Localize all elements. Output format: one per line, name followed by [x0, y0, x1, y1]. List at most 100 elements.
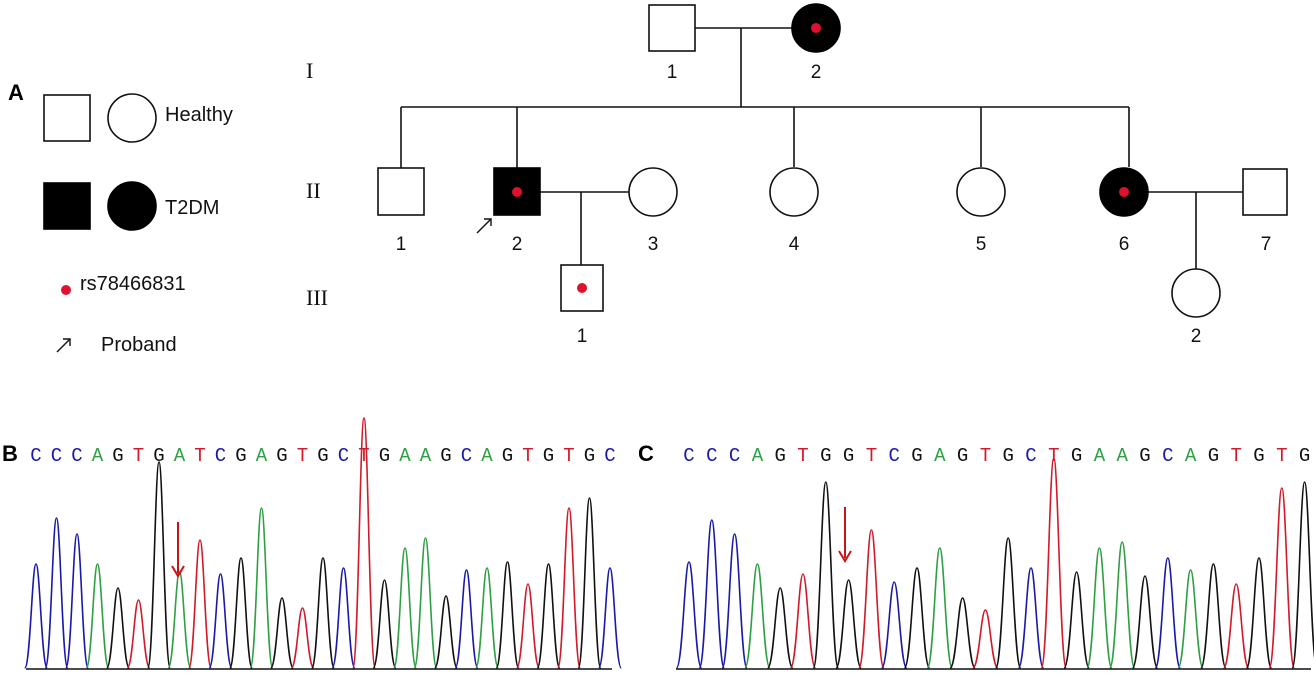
legend: Healthy T2DM rs78466831 Proband [43, 93, 233, 356]
trace-peak [290, 607, 315, 669]
trace-peak [269, 597, 295, 669]
trace-peak [675, 561, 703, 669]
trace-peak [1154, 557, 1182, 669]
trace-peak [597, 567, 623, 669]
base-letter: C [604, 445, 615, 467]
trace-peak [972, 609, 999, 669]
variant-arrow-b-icon [171, 522, 185, 578]
base-letter: T [980, 445, 991, 467]
base-letter: A [420, 445, 432, 467]
base-letter: G [153, 445, 164, 467]
legend-snp-label: rs78466831 [80, 273, 186, 295]
legend-healthy-male-symbol [43, 94, 91, 142]
base-letter: A [174, 445, 186, 467]
trace-peak [698, 519, 726, 669]
base-letter: G [235, 445, 246, 467]
trace-peak [721, 533, 748, 669]
id-label-iii-2: 2 [1191, 326, 1202, 347]
trace-peak [187, 539, 213, 669]
trace-peak [44, 517, 69, 669]
base-letter: C [51, 445, 62, 467]
trace-peak [1245, 557, 1273, 669]
individual-ii-3 [628, 167, 678, 217]
generation-label-i: I [306, 58, 313, 83]
trace-peak [126, 599, 151, 669]
base-letter: G [543, 445, 554, 467]
trace-peak [64, 533, 90, 669]
base-letter: C [888, 445, 899, 467]
base-letter: T [1048, 445, 1059, 467]
base-letter: G [276, 445, 287, 467]
trace-peak [536, 563, 561, 669]
legend-t2dm-label: T2DM [165, 197, 219, 219]
base-letter: C [30, 445, 41, 467]
base-letter: T [1230, 445, 1241, 467]
individual-ii-1 [377, 167, 425, 216]
trace-peak [1268, 487, 1296, 669]
id-label-i-2: 2 [811, 62, 822, 83]
base-letter: G [112, 445, 123, 467]
trace-peak [766, 587, 794, 669]
trace-peak [1200, 563, 1227, 669]
trace-peak [556, 507, 582, 669]
base-letter: G [1071, 445, 1082, 467]
individual-ii-4 [769, 167, 819, 217]
legend-affected-male-symbol [43, 182, 91, 230]
trace-peak [85, 563, 110, 669]
base-letter: C [215, 445, 226, 467]
base-letter: G [502, 445, 513, 467]
base-letter: G [911, 445, 922, 467]
legend-healthy-female-symbol [107, 93, 157, 143]
base-letter: G [1208, 445, 1219, 467]
snp-dot-iii-1 [577, 283, 587, 293]
trace-peak [433, 595, 459, 669]
id-label-ii-5: 5 [976, 234, 987, 255]
trace-peak [1222, 583, 1250, 669]
legend-healthy-label: Healthy [165, 104, 233, 126]
trace-peak [858, 529, 885, 669]
base-letter: T [797, 445, 808, 467]
trace-peak [331, 567, 356, 669]
panel-label-b: B [2, 441, 18, 466]
base-letter: C [729, 445, 740, 467]
id-label-ii-7: 7 [1261, 234, 1272, 255]
trace-peak [577, 497, 602, 669]
base-letter: G [379, 445, 390, 467]
chromatogram-b [23, 417, 623, 669]
base-letter: T [1276, 445, 1287, 467]
trace-peak [903, 567, 931, 669]
base-letter: C [461, 445, 472, 467]
trace-peak [789, 573, 817, 669]
trace-peak [515, 583, 541, 669]
base-letter: A [1094, 445, 1106, 467]
individual-ii-5 [956, 167, 1006, 217]
trace-peak [146, 461, 172, 669]
snp-dot-ii-6 [1119, 187, 1129, 197]
legend-proband-arrow-icon [56, 338, 71, 353]
snp-dot-i-2 [811, 23, 821, 33]
base-letter: C [338, 445, 349, 467]
generation-label-iii: III [306, 285, 328, 310]
base-letter: T [522, 445, 533, 467]
trace-peak [926, 547, 954, 669]
base-letter: A [1185, 445, 1197, 467]
base-letter: A [399, 445, 411, 467]
pedigree-lines [400, 27, 1243, 269]
trace-peak [835, 579, 862, 669]
base-letter: C [1025, 445, 1036, 467]
base-letter: T [133, 445, 144, 467]
base-letter: A [92, 445, 104, 467]
trace-peak [474, 567, 500, 669]
base-letter: C [1162, 445, 1173, 467]
chromatogram-c [675, 457, 1314, 669]
trace-peak [1017, 567, 1045, 669]
id-label-ii-3: 3 [648, 234, 659, 255]
base-letter: T [194, 445, 205, 467]
base-letter: T [563, 445, 574, 467]
trace-peak [994, 537, 1022, 669]
base-letter: G [317, 445, 328, 467]
trace-peak [1108, 541, 1136, 669]
base-letter: C [706, 445, 717, 467]
